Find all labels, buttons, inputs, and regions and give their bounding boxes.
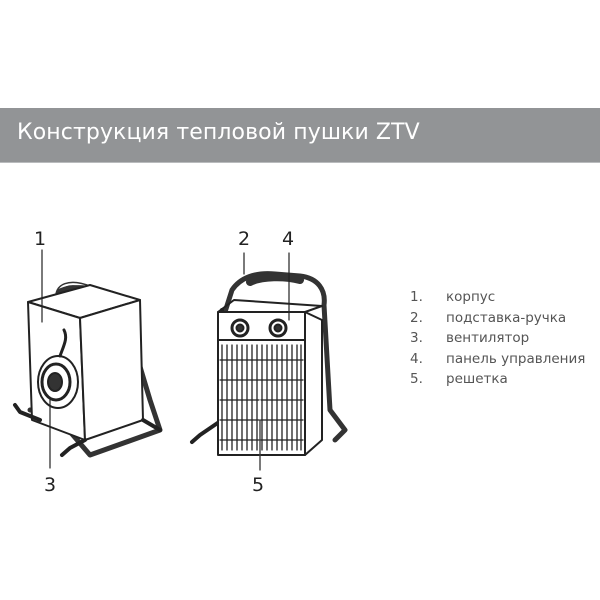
callout-4: 4 xyxy=(282,228,295,250)
legend-number: 3. xyxy=(410,330,423,346)
legend-item: 4. панель управления xyxy=(410,349,585,370)
legend-number: 1. xyxy=(410,289,423,305)
grille xyxy=(219,344,304,451)
legend-item: 2. подставка-ручка xyxy=(410,308,585,329)
callout-3: 3 xyxy=(44,474,57,496)
legend-label: решетка xyxy=(446,371,508,387)
legend-label: корпус xyxy=(446,289,496,305)
legend-label: подставка-ручка xyxy=(446,309,567,326)
callout-2: 2 xyxy=(238,228,251,250)
legend-item: 1. корпус xyxy=(410,287,585,308)
legend-number: 2. xyxy=(410,309,423,326)
legend-item: 3. вентилятор xyxy=(410,328,585,349)
legend-item: 5. решетка xyxy=(410,369,585,390)
page-title: Конструкция тепловой пушки ZTV xyxy=(17,120,420,145)
legend-label: вентилятор xyxy=(446,330,530,346)
legend-number: 5. xyxy=(410,371,423,387)
legend-number: 4. xyxy=(410,350,423,367)
heater-side-view xyxy=(13,249,163,469)
legend-label: панель управления xyxy=(446,350,586,367)
parts-legend: 1.корпус 2.подставка-ручка 3.вентилятор … xyxy=(410,287,585,390)
callout-5: 5 xyxy=(252,474,265,496)
heater-front-view xyxy=(190,252,348,471)
title-banner: Конструкция тепловой пушки ZTV xyxy=(0,108,600,163)
callout-1: 1 xyxy=(34,228,47,250)
